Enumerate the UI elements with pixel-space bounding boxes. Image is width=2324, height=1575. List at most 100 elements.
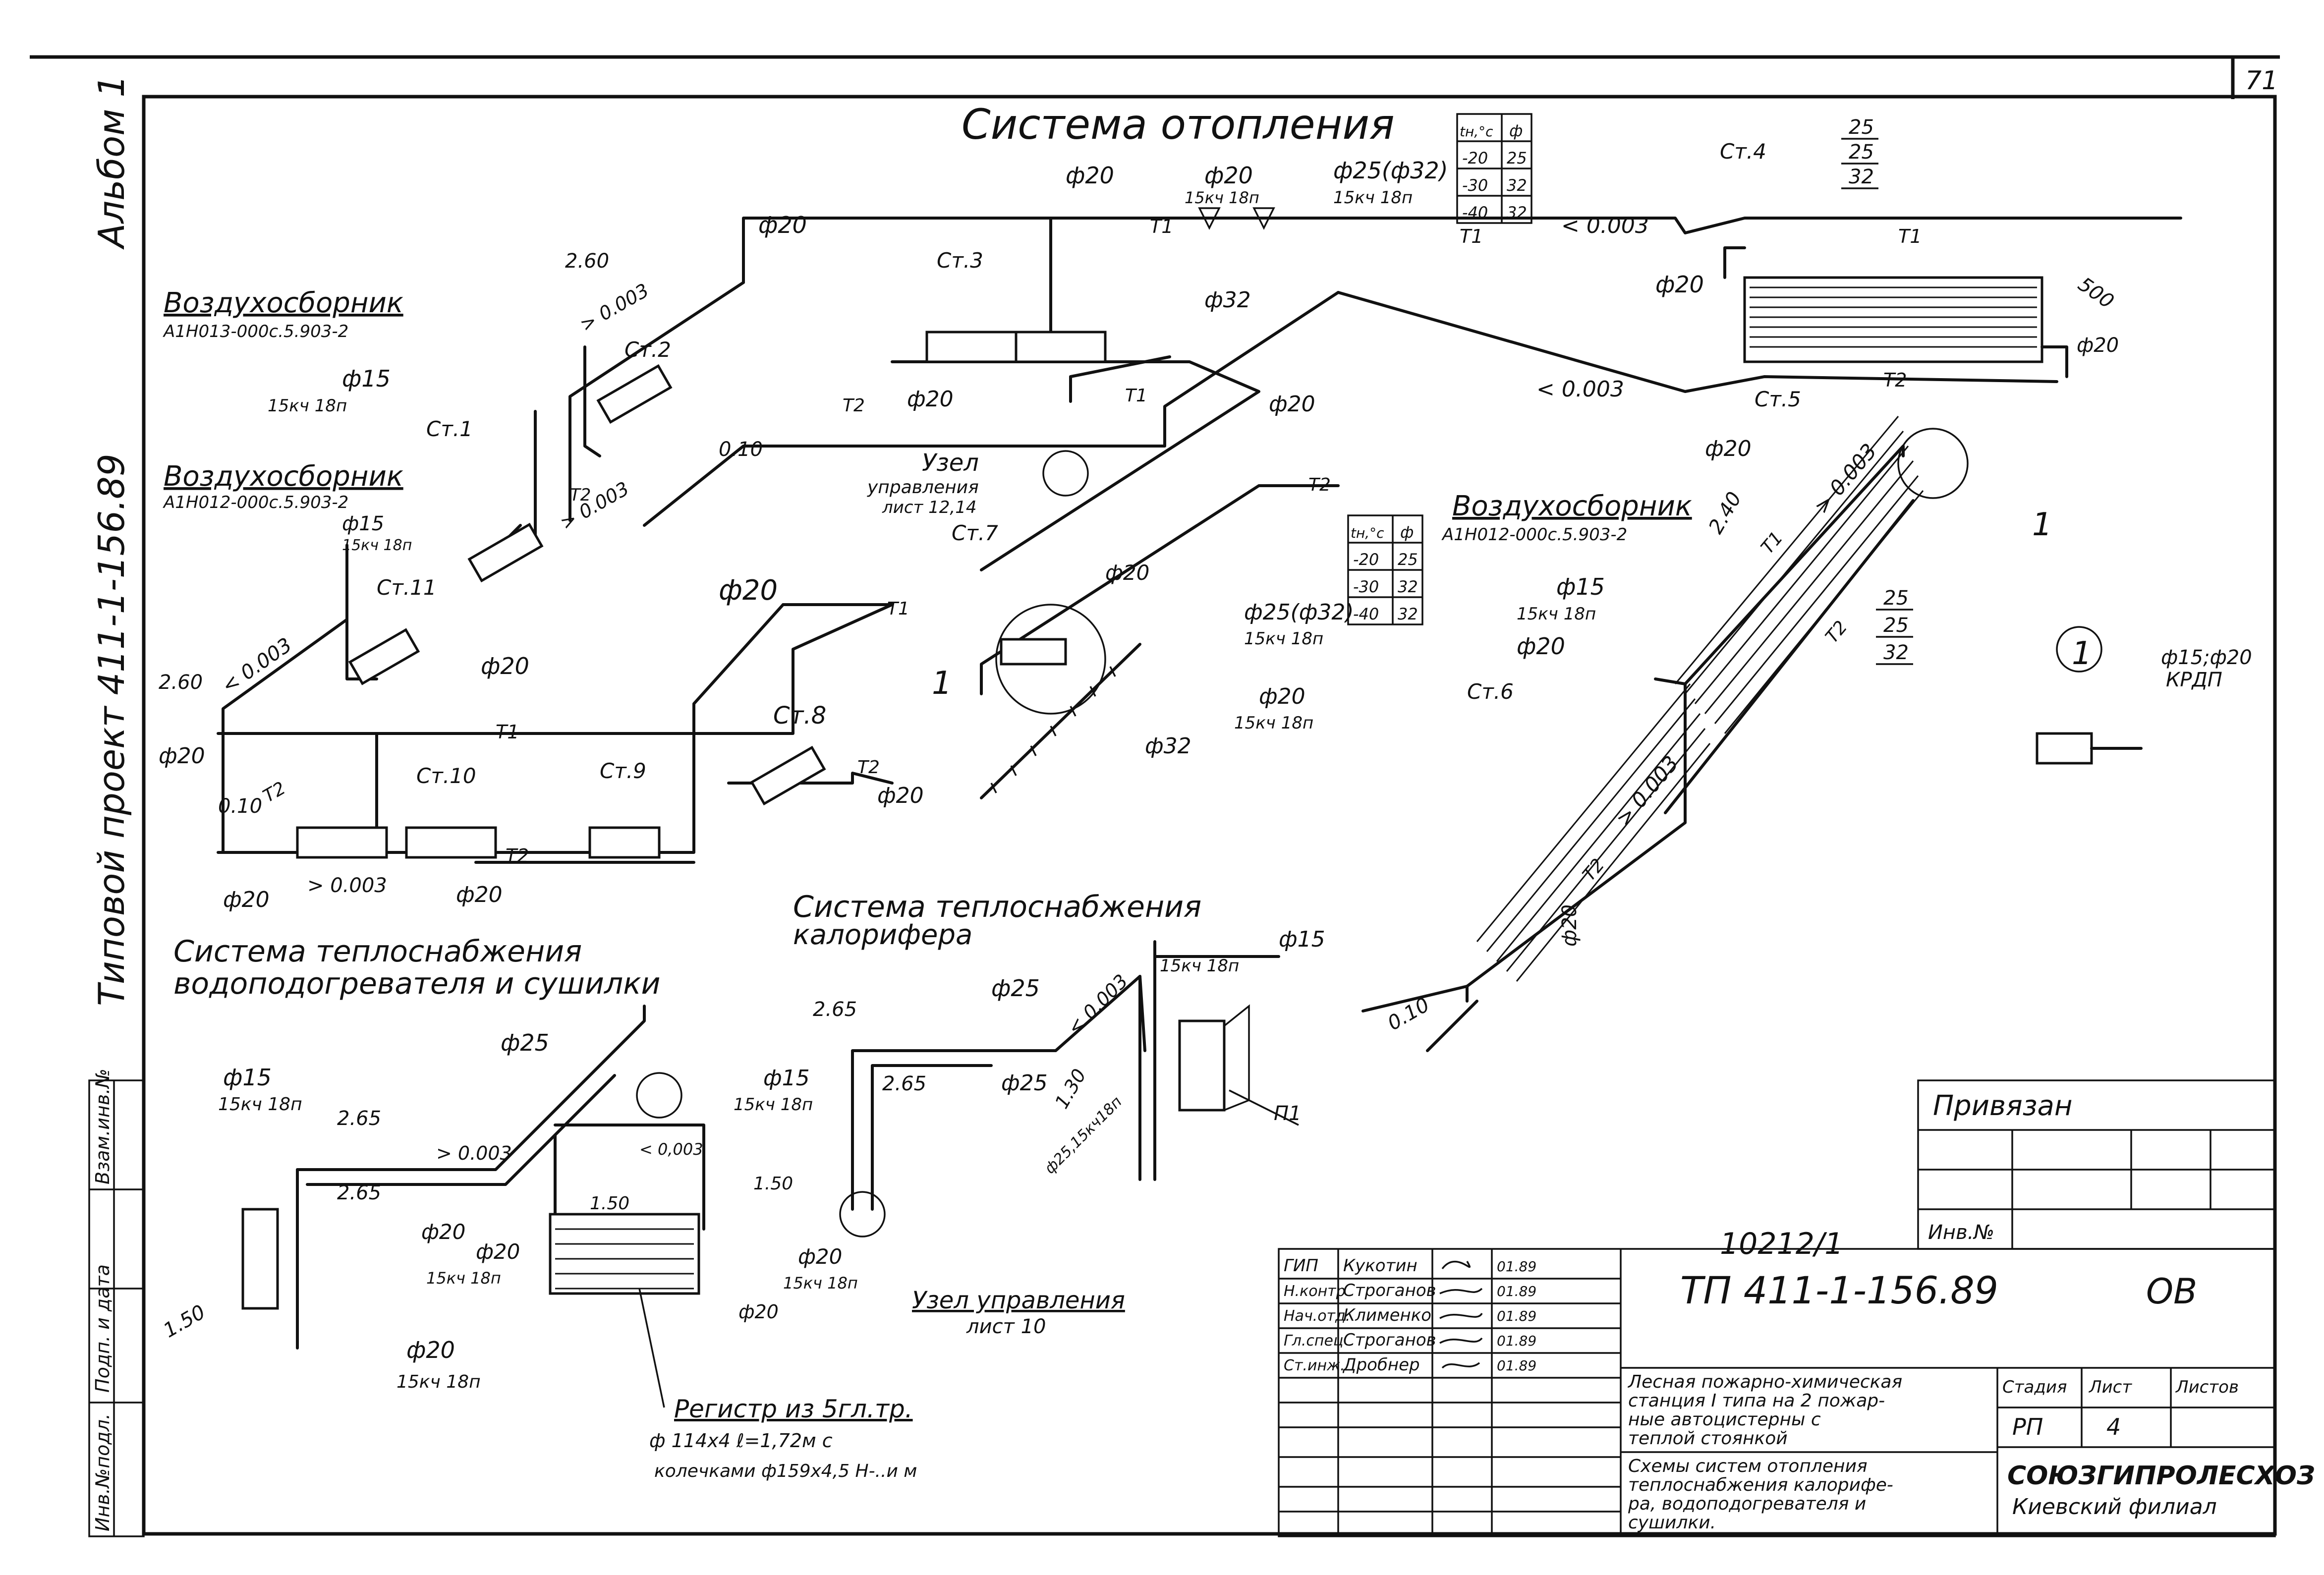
label-t1: T1 [1150,216,1173,237]
svg-text:теплой стоянкой: теплой стоянкой [1628,1428,1788,1449]
register-label: Регистр из 5гл.тр. [674,1395,913,1423]
album-label: Альбом 1 [91,75,132,250]
node-sub-label: управления [867,477,979,498]
svg-text:25: 25 [1883,587,1909,610]
radiator [596,364,673,424]
label-d20: ф20 [758,212,807,238]
riser-label: Ст.2 [624,338,671,362]
label-d20: ф20 [719,574,778,607]
label-valve: 15кч 18п [1333,188,1413,208]
label-d25-32: ф25(ф32) [1244,600,1354,625]
riser-label: Ст.10 [416,764,476,788]
svg-text:Листов: Листов [2175,1377,2239,1397]
svg-text:Лист: Лист [2088,1377,2132,1397]
label-valve: 15кч 18п [1160,956,1239,976]
label-d15: ф15 [763,1066,810,1091]
page-number: 71 [2245,66,2278,96]
doc-number: 10212/1 [1720,1227,1843,1261]
air-collector-code: А1Н012-000с.5.903-2 [1441,525,1627,545]
label-d20: ф20 [1517,633,1565,660]
label-265: 2.65 [813,998,857,1021]
label-150: 1.50 [753,1174,793,1194]
label-500: 500 [2074,273,2118,313]
label-d15: ф15 [342,512,384,535]
stamp-replace-label: Взам.инв.№ [92,1069,113,1184]
inv-label: Инв.№ [1928,1221,1994,1244]
label-d20: ф20 [1655,271,1704,298]
svg-text:01.89: 01.89 [1497,1308,1536,1324]
svg-text:01.89: 01.89 [1497,1283,1536,1299]
krdp-diam: ф15;ф20 [2161,646,2252,669]
unit-label: П1 [1274,1102,1302,1125]
label-d20: ф20 [798,1244,842,1269]
riser-label: Ст.3 [937,248,983,273]
label-d32: ф32 [1145,733,1191,759]
waterheater-title-2: водоподогревателя и сушилки [173,966,660,1001]
label-valve: 15кч 18п [1185,188,1259,207]
left-stamp: Инв.№подл. Подп. и дата Взам.инв.№ [88,1069,145,1537]
label-slope: < 0.003 [1063,970,1132,1039]
stamp-inv-label: Инв.№подл. [92,1413,113,1531]
svg-text:01.89: 01.89 [1497,1258,1536,1275]
label-t1: T1 [1898,225,1922,247]
radiator [925,331,1018,363]
svg-text:Схемы систем отопления: Схемы систем отопления [1628,1456,1868,1476]
label-t2: T2 [570,485,591,505]
label-d20: ф20 [1705,436,1752,461]
svg-text:32: 32 [1507,203,1527,222]
radiator [750,745,826,806]
svg-text:ф: ф [1400,523,1414,542]
label-valve: 15кч 18п [1517,604,1596,624]
label-d20: ф20 [476,1239,520,1264]
label-d32: ф32 [1204,287,1251,313]
svg-text:теплоснабжения калорифе-: теплоснабжения калорифе- [1628,1475,1893,1495]
label-t2: T2 [857,757,880,778]
svg-text:Лесная пожарно-химическая: Лесная пожарно-химическая [1627,1372,1902,1392]
label-d20: ф20 [421,1220,465,1244]
svg-text:32: 32 [1507,176,1527,195]
node-ref: лист 12,14 [882,498,976,517]
krdp-unit [2036,732,2093,765]
label-265: 2.65 [337,1181,381,1204]
svg-text:25: 25 [1507,149,1527,168]
svg-text:РП: РП [2012,1413,2043,1440]
label-d20: ф20 [2077,334,2119,357]
calorifer-system: Система теплоснабжения калорифера ф15 15… [793,890,1325,1338]
svg-text:Строганов: Строганов [1343,1281,1436,1300]
label-d15: ф15 [223,1064,272,1091]
riser-label: Ст.5 [1755,387,1801,411]
riser-label: Ст.11 [377,575,437,600]
svg-text:ра, водоподогревателя и: ра, водоподогревателя и [1628,1494,1866,1514]
label-d20: ф20 [1269,392,1315,417]
label-slope: < 0.003 [1561,213,1649,238]
svg-text:32: 32 [1398,577,1418,596]
air-collector-code: А1Н012-000с.5.903-2 [163,493,348,512]
label-150: 1.50 [160,1300,209,1342]
label-slope: < 0.003 [1536,377,1624,402]
svg-text:Ст.инж.: Ст.инж. [1284,1357,1345,1374]
svg-text:Кукотин: Кукотин [1343,1256,1417,1276]
label-valve: 15кч 18п [426,1269,501,1288]
label-t2: T2 [506,845,529,867]
label-slope: > 0.003 [307,874,387,897]
label-slope: > 0.003 [557,477,633,534]
register-spec: ф 114х4 ℓ=1,72м с [649,1430,833,1452]
label-valve: 15кч 18п [342,537,412,554]
svg-text:-40: -40 [1353,605,1379,623]
svg-text:Дробнер: Дробнер [1342,1355,1420,1375]
label-t2: T2 [1579,855,1608,885]
label-130: 1.30 [1051,1065,1090,1112]
svg-text:-30: -30 [1353,577,1379,596]
label-t2: T2 [843,395,865,416]
radiator [348,628,420,685]
svg-text:-20: -20 [1462,149,1488,168]
svg-text:Гл.спец: Гл.спец [1284,1332,1343,1350]
label-d15: ф15 [342,365,391,392]
riser-label: Ст.1 [426,417,473,441]
convector [1743,276,2043,363]
label-010: 0.10 [218,795,262,818]
svg-text:сушилки.: сушилки. [1628,1513,1716,1533]
svg-text:ные автоцистерны с: ные автоцистерны с [1628,1409,1821,1430]
svg-text:Нач.отд.: Нач.отд. [1284,1307,1350,1325]
diam-stack-top: 25 25 32 [1841,116,1878,189]
